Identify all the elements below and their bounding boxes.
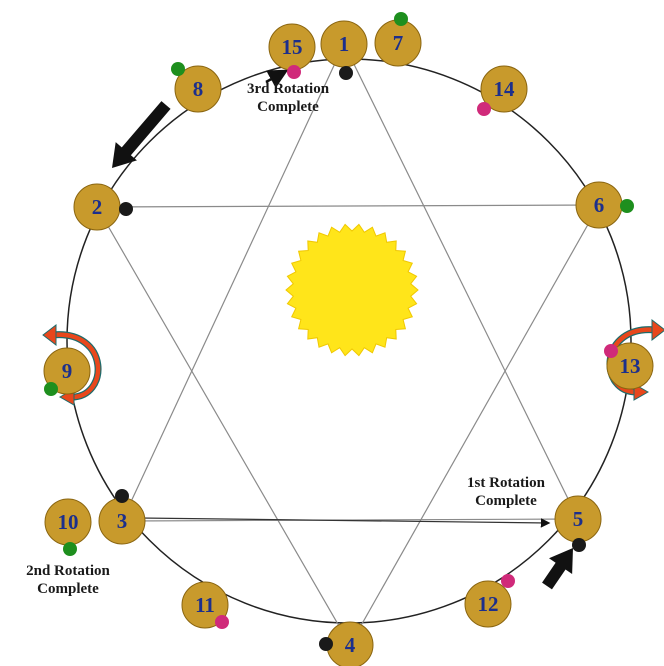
rotation-3-line2: Complete xyxy=(228,98,348,116)
planet-12: 12 xyxy=(465,574,515,627)
planet-number: 11 xyxy=(195,593,215,617)
marker-dot-green xyxy=(44,382,58,396)
planet-number: 14 xyxy=(494,77,516,101)
rotation-3-label: 3rd Rotation Complete xyxy=(228,80,348,116)
planet-1: 1 xyxy=(321,21,367,80)
planet-6: 6 xyxy=(576,182,634,228)
rotation-1-label: 1st Rotation Complete xyxy=(446,474,566,510)
planet-number: 1 xyxy=(339,32,350,56)
sun-icon xyxy=(286,224,418,355)
marker-dot-green xyxy=(620,199,634,213)
marker-dot-black xyxy=(119,202,133,216)
rotation-1-line2: Complete xyxy=(446,492,566,510)
marker-dot-magenta xyxy=(501,574,515,588)
planet-7: 7 xyxy=(375,12,421,66)
marker-dot-green xyxy=(394,12,408,26)
planet-2: 2 xyxy=(74,184,133,230)
rotation-3-line1: 3rd Rotation xyxy=(228,80,348,98)
planet-11: 11 xyxy=(182,582,229,629)
planet-number: 7 xyxy=(393,31,404,55)
planet-number: 10 xyxy=(58,510,79,534)
planet-4: 4 xyxy=(319,622,373,666)
planet-number: 5 xyxy=(573,507,584,531)
marker-dot-black xyxy=(572,538,586,552)
marker-dot-magenta xyxy=(287,65,301,79)
planet-13: 13 xyxy=(604,343,653,389)
marker-dot-green xyxy=(63,542,77,556)
planet-number: 8 xyxy=(193,77,204,101)
planet-10: 10 xyxy=(45,499,91,556)
planet-15: 15 xyxy=(269,24,315,79)
arrow-to-planet-5 xyxy=(542,548,573,589)
planet-number: 3 xyxy=(117,509,128,533)
marker-dot-black xyxy=(319,637,333,651)
marker-dot-magenta xyxy=(215,615,229,629)
marker-dot-black xyxy=(339,66,353,80)
planet-number: 12 xyxy=(478,592,499,616)
planet-14: 14 xyxy=(477,66,527,116)
rotation-2-line1: 2nd Rotation xyxy=(8,562,128,580)
arrow-to-planet-2 xyxy=(112,101,171,168)
rotation-2-label: 2nd Rotation Complete xyxy=(8,562,128,598)
rotation-1-line1: 1st Rotation xyxy=(446,474,566,492)
marker-dot-green xyxy=(171,62,185,76)
hexagram-line xyxy=(97,205,599,207)
planet-8: 8 xyxy=(171,62,221,112)
planet-number: 9 xyxy=(62,359,73,383)
marker-dot-magenta xyxy=(477,102,491,116)
planet-number: 13 xyxy=(620,354,641,378)
marker-dot-black xyxy=(115,489,129,503)
planet-number: 15 xyxy=(282,35,303,59)
planet-3: 3 xyxy=(99,489,145,544)
planet-number: 2 xyxy=(92,195,103,219)
rotation-2-line2: Complete xyxy=(8,580,128,598)
planet-number: 6 xyxy=(594,193,605,217)
planet-9: 9 xyxy=(44,348,90,396)
planet-number: 4 xyxy=(345,633,356,657)
marker-dot-magenta xyxy=(604,344,618,358)
